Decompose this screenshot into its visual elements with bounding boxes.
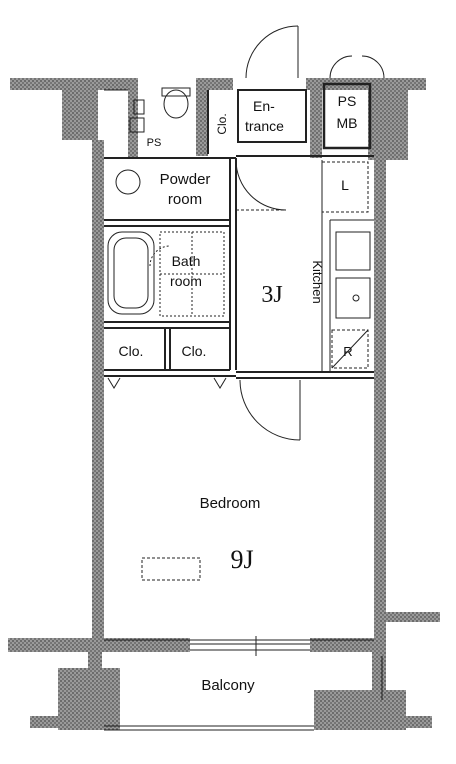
- closet-left-label: Clo.: [119, 343, 144, 359]
- balcony-label: Balcony: [201, 677, 255, 694]
- interior-partitions: [104, 82, 383, 731]
- doors: [107, 25, 385, 441]
- mb-label: MB: [337, 115, 358, 131]
- toilet-icon: [163, 89, 189, 119]
- closet-right-label: Clo.: [182, 343, 207, 359]
- entrance-label-2: trance: [245, 118, 284, 134]
- powder-room-label-2: room: [168, 191, 202, 208]
- kitchen-l-label: L: [341, 177, 349, 193]
- entrance-closet-label: Clo.: [215, 113, 229, 134]
- ps-label: PS: [338, 93, 357, 109]
- bedroom-label: Bedroom: [200, 495, 261, 512]
- entrance-label-1: En-: [253, 98, 275, 114]
- washbasin-icon: [115, 169, 141, 195]
- kitchen-label: Kitchen: [310, 260, 325, 303]
- ps-small-label: PS: [147, 137, 162, 149]
- fixtures: [107, 87, 371, 581]
- bath-room-label-2: room: [170, 273, 202, 289]
- bath-room-label-1: Bath: [172, 253, 201, 269]
- bed-marker-icon: [141, 557, 201, 581]
- bathtub-icon: [107, 231, 155, 315]
- refrigerator-icon: [321, 161, 369, 213]
- exterior-walls: [8, 78, 440, 730]
- room-labels: En- trance Clo. PS MB PS Powder room Bat…: [119, 93, 358, 694]
- bedroom-size-label: 9J: [230, 545, 253, 574]
- stove-burner-icon: [352, 294, 360, 302]
- powder-room-label-1: Powder: [160, 171, 211, 188]
- kitchen-size-label: 3J: [261, 282, 282, 308]
- kitchen-r-label: R: [343, 344, 352, 359]
